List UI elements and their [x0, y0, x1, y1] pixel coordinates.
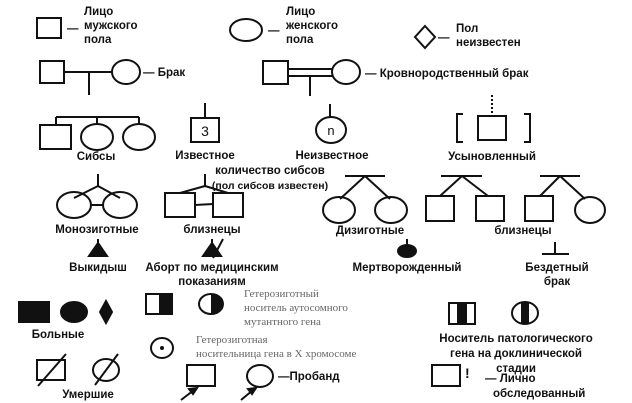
affected-symbols: [18, 298, 114, 326]
examined-label: — Лично: [485, 373, 535, 385]
childless-label: Бездетный: [525, 262, 588, 274]
het-autosomal-label: Гетерозиготный: [244, 288, 319, 300]
male-symbol: [36, 17, 62, 39]
deceased-symbols: [36, 353, 120, 387]
known-sibs-symbol: [190, 103, 220, 143]
sibs-symbol: [39, 116, 156, 151]
stillborn-symbol: [397, 239, 417, 258]
marriage-label: — Брак: [143, 67, 185, 79]
dizygotic-twins-female-symbol: [322, 175, 408, 224]
miscarriage-symbol: [87, 239, 109, 257]
female-label: Лицо: [286, 6, 315, 18]
female-label: пола: [286, 34, 314, 46]
preclinical-carrier-female-symbol: [511, 301, 539, 325]
preclinical-label: стадии: [496, 363, 536, 375]
dash: —: [438, 32, 450, 44]
childless-marriage-symbol: [542, 242, 569, 255]
proband-label: —Пробанд: [278, 371, 340, 383]
unknown-number: n: [327, 123, 334, 138]
miscarriage-label: Выкидыш: [69, 262, 127, 274]
childless-label: брак: [544, 276, 571, 288]
personally-examined-symbol: [431, 364, 461, 387]
het-autosomal-label: мутантного гена: [244, 316, 321, 328]
marriage-symbol: [39, 59, 141, 95]
male-label: пола: [84, 34, 112, 46]
sibs-label: Сибсы: [77, 151, 116, 163]
unknown-label: Неизвестное: [295, 150, 368, 162]
known-label: Известное: [175, 150, 235, 162]
abortion-label: показаниям: [178, 276, 245, 288]
examined-mark: !: [465, 365, 470, 381]
dizygotic-twins-mixed-symbol: [524, 175, 606, 224]
sib-sex-label: (пол сибсов известен): [212, 180, 328, 192]
dash: —: [67, 23, 79, 35]
affected-label: Больные: [32, 329, 85, 341]
monozygotic-twins-female-symbol: [56, 174, 138, 219]
heterozygous-carrier-female-symbol: [198, 293, 224, 315]
female-symbol: [229, 18, 263, 42]
x-linked-carrier-symbol: [150, 337, 174, 359]
male-label: Лицо: [84, 6, 113, 18]
unknown-sibs-symbol: [315, 104, 347, 144]
known-number: 3: [201, 123, 209, 139]
twins-label: близнецы: [494, 225, 551, 237]
unknown-sex-label: Пол: [456, 23, 478, 35]
dash: —: [268, 25, 280, 37]
deceased-label: Умершие: [62, 389, 114, 401]
preclinical-label: гена на доклинической: [450, 348, 582, 360]
dizygotic-label: Дизиготные: [336, 225, 404, 237]
adopted-symbol: [456, 95, 531, 143]
proband-symbols: [180, 364, 274, 401]
preclinical-carrier-male-symbol: [448, 302, 476, 325]
het-x-label: носительница гена в X хромосоме: [196, 348, 356, 360]
consanguineous-label: — Кровнородственный брак: [365, 68, 529, 80]
female-label: женского: [285, 20, 338, 32]
preclinical-label: Носитель патологического: [439, 333, 592, 345]
medical-abortion-symbol: [201, 238, 224, 259]
monozygotic-twins-male-symbol: [164, 174, 244, 218]
stillborn-label: Мертворожденный: [353, 262, 462, 274]
consanguineous-marriage-symbol: [262, 59, 361, 96]
twins-label: близнецы: [183, 224, 240, 236]
monozygotic-label: Монозиготные: [55, 224, 138, 236]
examined-label: обследованный: [493, 388, 585, 400]
unknown-sex-label: неизвестен: [456, 37, 521, 49]
sib-count-label: количество сибсов: [215, 165, 325, 177]
het-x-label: Гетерозиготная: [196, 334, 268, 346]
het-autosomal-label: носитель аутосомного: [244, 302, 348, 314]
unknown-sex-symbol: [413, 24, 437, 50]
male-label: мужского: [84, 20, 138, 32]
abortion-label: Аборт по медицинским: [145, 262, 278, 274]
heterozygous-carrier-male-symbol: [145, 293, 173, 315]
dizygotic-twins-male-symbol: [425, 175, 505, 222]
adopted-label: Усыновленный: [448, 151, 536, 163]
